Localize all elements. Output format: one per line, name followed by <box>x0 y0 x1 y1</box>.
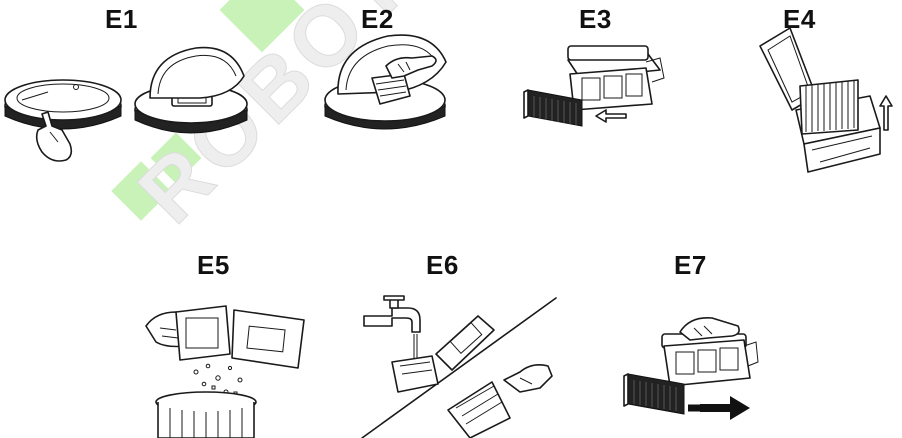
step-e1-illustration <box>4 46 248 162</box>
step-e5-illustration <box>145 305 305 438</box>
hand-icon <box>35 111 73 162</box>
step-label-e2: E2 <box>361 4 394 34</box>
trash-can-icon <box>155 391 257 438</box>
filter-drying-icon <box>447 381 511 438</box>
step-label-e3: E3 <box>579 4 612 34</box>
step-e6-illustration <box>361 295 557 438</box>
step-e4-illustration <box>759 27 893 173</box>
divider-line <box>361 297 557 438</box>
hand-icon <box>503 364 553 393</box>
robot-closed-icon <box>4 79 122 130</box>
step-label-e6: E6 <box>426 250 459 280</box>
step-e3-illustration <box>523 45 665 127</box>
filter-pleats-icon <box>799 79 859 135</box>
hand-icon <box>385 55 437 79</box>
dustbin-open-icon <box>175 305 305 369</box>
dustbin-icon <box>567 45 665 111</box>
arrow-up-icon <box>879 95 893 131</box>
step-label-e7: E7 <box>674 250 707 280</box>
robot-lid-open-icon <box>134 46 248 134</box>
faucet-icon <box>363 295 421 333</box>
dustbin-in-water-icon <box>391 315 495 393</box>
step-e2-illustration <box>324 34 447 130</box>
arrow-left-icon <box>595 109 627 123</box>
step-e7-illustration <box>623 316 759 420</box>
step-label-e1: E1 <box>105 4 138 34</box>
dustbin-icon <box>371 73 411 105</box>
arrow-right-icon <box>688 396 750 420</box>
dustbin-icon <box>661 333 759 387</box>
filter-icon <box>523 89 583 127</box>
hand-icon <box>679 316 740 341</box>
step-label-e5: E5 <box>197 250 230 280</box>
dust-particles <box>187 363 243 397</box>
filter-icon <box>623 373 685 415</box>
